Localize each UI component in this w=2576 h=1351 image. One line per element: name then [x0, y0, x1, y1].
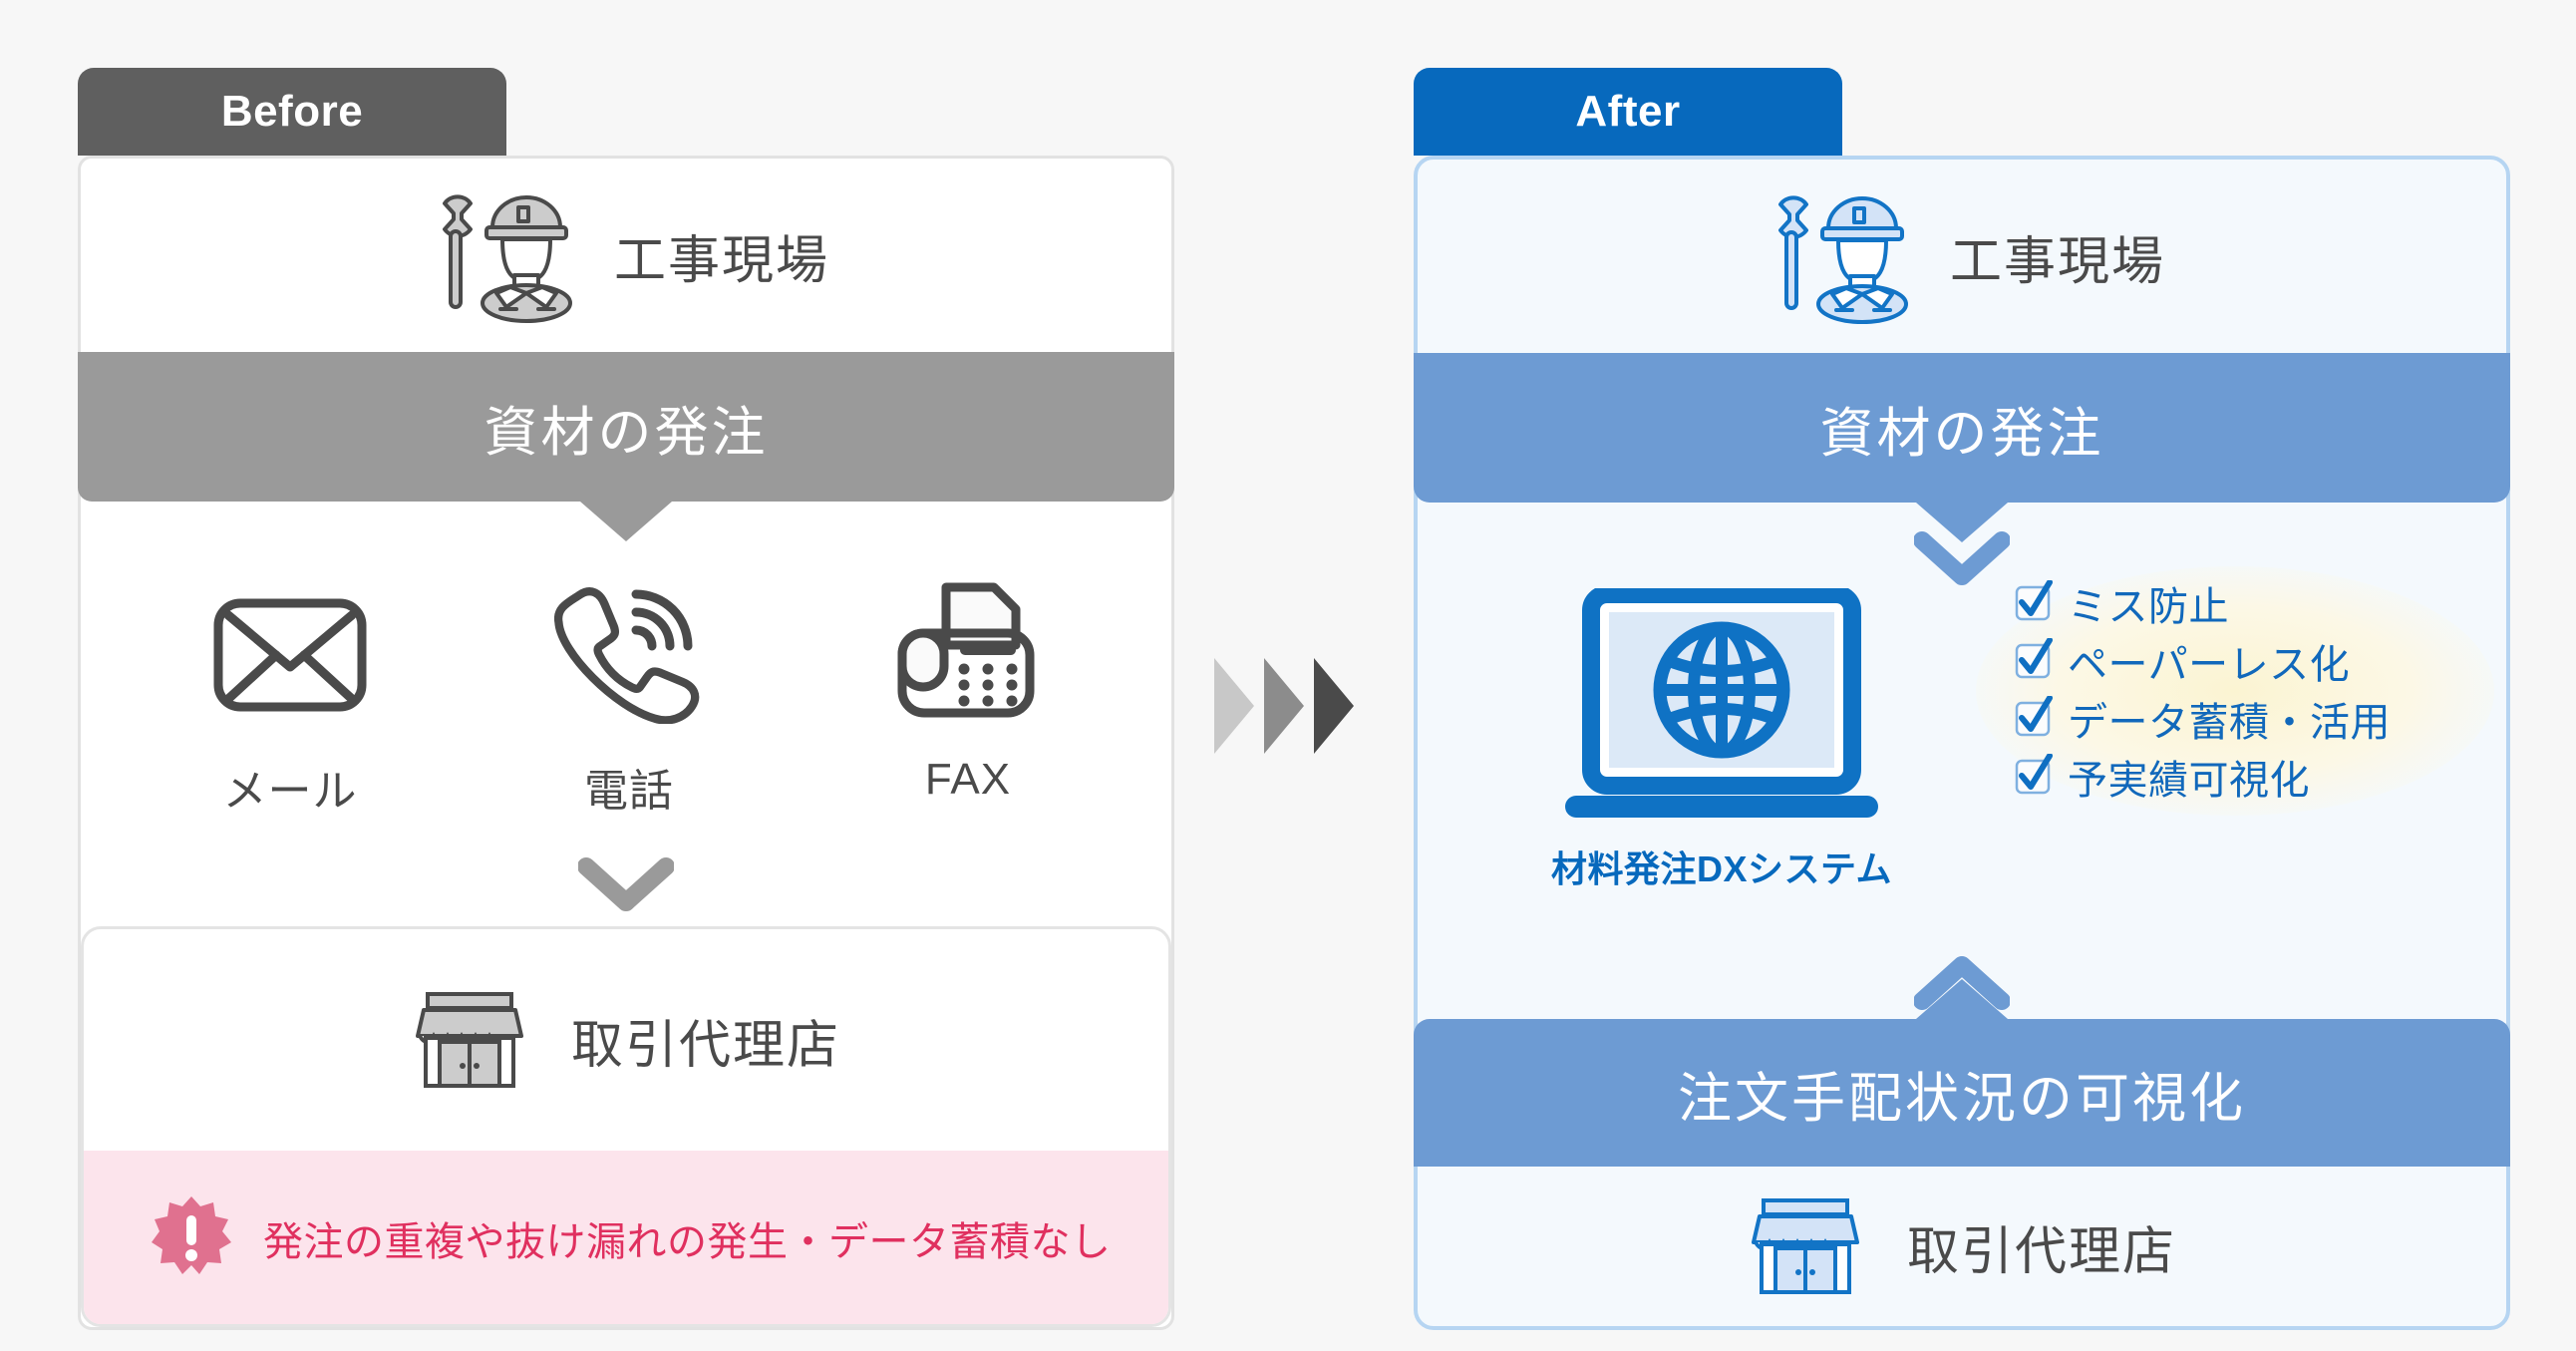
after-tab-label: After	[1575, 87, 1681, 136]
exclamation-burst-icon	[150, 1194, 233, 1283]
before-agent-box: 取引代理店 発注の重複や抜け漏れの発生・データ蓄積なし	[81, 926, 1171, 1327]
benefit-label: データ蓄積・活用	[2068, 701, 2391, 745]
after-card: 工事現場 資材の発注	[1414, 156, 2510, 1330]
checkbox-checked-icon	[2014, 694, 2054, 743]
after-visibility-bar: 注文手配状況の可視化	[1414, 979, 2510, 1167]
after-bar-notch-icon	[1916, 503, 2008, 542]
store-icon	[412, 980, 527, 1101]
benefit-item: データ蓄積・活用	[2014, 692, 2391, 746]
flow-arrows	[1214, 658, 1354, 754]
after-vis-bar-notch-icon	[1916, 979, 2008, 1019]
channel-mail: メール	[175, 559, 405, 819]
flow-arrow-3-icon	[1314, 658, 1354, 754]
laptop-globe-icon	[1557, 585, 1886, 832]
before-bar-notch-icon	[580, 502, 672, 541]
before-order-bar-label: 資材の発注	[483, 402, 769, 463]
benefit-label: ミス防止	[2068, 585, 2229, 629]
after-panel: After	[1414, 68, 2510, 1334]
channel-phone-label: 電話	[584, 767, 674, 816]
before-tab: Before	[78, 68, 506, 156]
before-warning-text: 発注の重複や抜け漏れの発生・データ蓄積なし	[263, 1220, 1112, 1264]
phone-icon	[514, 559, 744, 749]
before-card: 工事現場 資材の発注 メール	[78, 156, 1174, 1330]
benefit-label: ペーパーレス化	[2068, 643, 2351, 687]
after-agent-row: 取引代理店	[1418, 1167, 2506, 1326]
after-visibility-bar-label: 注文手配状況の可視化	[1678, 1068, 2246, 1129]
benefits-list: ミス防止 ペーパーレス化	[2014, 576, 2391, 804]
before-agent-row: 取引代理店	[84, 929, 1168, 1151]
after-tab: After	[1414, 68, 1842, 156]
before-panel: Before	[78, 68, 1174, 1334]
benefit-item: ペーパーレス化	[2014, 634, 2391, 688]
after-order-bar-label: 資材の発注	[1819, 403, 2104, 464]
after-flow-chevron-down-icon	[1913, 530, 2011, 593]
before-site-label: 工事現場	[613, 231, 829, 290]
after-order-bar: 資材の発注	[1414, 353, 2510, 542]
flow-arrow-1-icon	[1214, 658, 1254, 754]
before-warning-row: 発注の重複や抜け漏れの発生・データ蓄積なし	[84, 1151, 1168, 1324]
mail-icon	[175, 559, 405, 749]
flow-arrow-2-icon	[1264, 658, 1304, 754]
before-agent-label: 取引代理店	[570, 1016, 840, 1075]
benefits-glow	[1976, 566, 2494, 816]
channel-phone: 電話	[514, 559, 744, 819]
before-flow-chevron-icon	[577, 856, 675, 919]
fax-icon	[853, 559, 1083, 749]
benefit-item: ミス防止	[2014, 576, 2391, 630]
channel-fax: FAX	[853, 559, 1083, 805]
dx-system-block: 材料発注DXシステム	[1487, 585, 1956, 892]
before-site-row: 工事現場	[81, 159, 1171, 352]
after-agent-label: 取引代理店	[1906, 1222, 2176, 1281]
channel-mail-label: メール	[222, 767, 358, 816]
channel-fax-label: FAX	[924, 755, 1012, 804]
checkbox-checked-icon	[2014, 578, 2054, 627]
benefit-item: 予実績可視化	[2014, 750, 2391, 804]
dx-system-caption: 材料発注DXシステム	[1551, 848, 1892, 889]
after-site-row: 工事現場	[1418, 160, 2506, 353]
after-site-label: 工事現場	[1949, 232, 2165, 291]
worker-wrench-icon	[423, 183, 572, 328]
checkbox-checked-icon	[2014, 636, 2054, 685]
worker-wrench-icon	[1759, 184, 1908, 329]
store-icon	[1748, 1186, 1863, 1307]
checkbox-checked-icon	[2014, 752, 2054, 801]
before-order-bar: 資材の発注	[78, 352, 1174, 541]
benefit-label: 予実績可視化	[2068, 759, 2310, 803]
before-channel-list: メール 電話	[81, 559, 1177, 858]
before-tab-label: Before	[220, 87, 364, 136]
